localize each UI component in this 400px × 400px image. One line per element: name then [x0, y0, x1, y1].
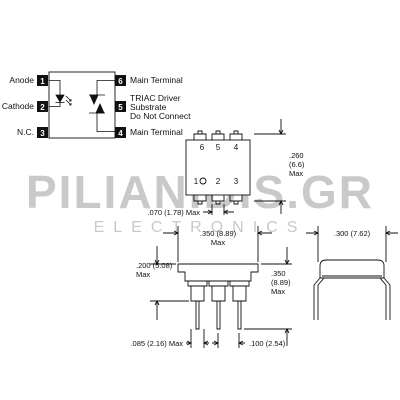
pin-box-6	[115, 75, 126, 86]
top-height-dim-mm: (6.6)	[289, 160, 305, 169]
side-width-dim-value: .350 (8.89)	[200, 229, 237, 238]
package-side-view-labels: .350 (8.89) Max .200 (5.08) Max .350 (8.…	[130, 229, 291, 348]
package-top-view-labels: 6 5 4 1 2 3 .260 (6.6) Max .070 (1.78) M…	[147, 143, 304, 217]
side-lead-length-dim-inch: .350	[271, 269, 286, 278]
package-side-view	[150, 226, 292, 348]
package-end-view	[306, 226, 398, 320]
pin-number-6: 6	[118, 77, 123, 86]
pin-box-5	[115, 101, 126, 112]
pin-number-3: 3	[40, 129, 45, 138]
package-top-view	[185, 119, 286, 215]
top-pin-number-5: 5	[216, 143, 221, 152]
side-height-dim-max: Max	[136, 270, 150, 279]
top-pin-number-2: 2	[216, 177, 221, 186]
pin-label-main-terminal-6: Main Terminal	[130, 75, 183, 85]
top-pin-number-4: 4	[234, 143, 239, 152]
side-height-dim-value: .200 (5.08)	[136, 261, 173, 270]
pin-box-4	[115, 127, 126, 138]
side-lead-pitch-dim: .085 (2.16) Max	[130, 339, 183, 348]
pin-box-2	[37, 101, 48, 112]
pin-number-4: 4	[118, 129, 123, 138]
top-pin-number-1: 1	[194, 177, 199, 186]
pin-number-1: 1	[40, 77, 45, 86]
side-lead-length-dim-mm: (8.89)	[271, 278, 291, 287]
side-pin-spacing-dim: .100 (2.54)	[249, 339, 286, 348]
pin-label-main-terminal-4: Main Terminal	[130, 127, 183, 137]
package-end-view-labels: .300 (7.62)	[334, 229, 371, 238]
top-pin-number-6: 6	[200, 143, 205, 152]
pin-number-5: 5	[118, 103, 123, 112]
pin-number-2: 2	[40, 103, 45, 112]
pinout-schematic: Anode Cathode N.C. 1 2 3 6 5	[2, 71, 191, 139]
side-lead-length-dim-max: Max	[271, 287, 285, 296]
top-pin-number-3: 3	[234, 177, 239, 186]
pin-label-triac-driver: TRIAC Driver	[130, 93, 181, 103]
triac-symbol	[89, 80, 115, 132]
pin-label-substrate: Substrate	[130, 102, 167, 112]
pin-label-anode: Anode	[9, 75, 34, 85]
end-row-spacing-dim: .300 (7.62)	[334, 229, 371, 238]
pin-label-do-not-connect: Do Not Connect	[130, 111, 191, 121]
led-symbol	[49, 80, 72, 107]
pin-label-nc: N.C.	[17, 127, 34, 137]
top-height-dim-max: Max	[289, 169, 303, 178]
pin-box-3	[37, 127, 48, 138]
pin-label-cathode: Cathode	[2, 101, 34, 111]
top-height-dim-inch: .260	[289, 151, 304, 160]
pinout-body-outline	[48, 71, 116, 139]
watermark-tagline: ELECTRONICS	[94, 219, 307, 236]
top-pin-width-dim: .070 (1.78) Max	[147, 208, 200, 217]
pin-box-1	[37, 75, 48, 86]
side-width-dim-max: Max	[211, 238, 225, 247]
